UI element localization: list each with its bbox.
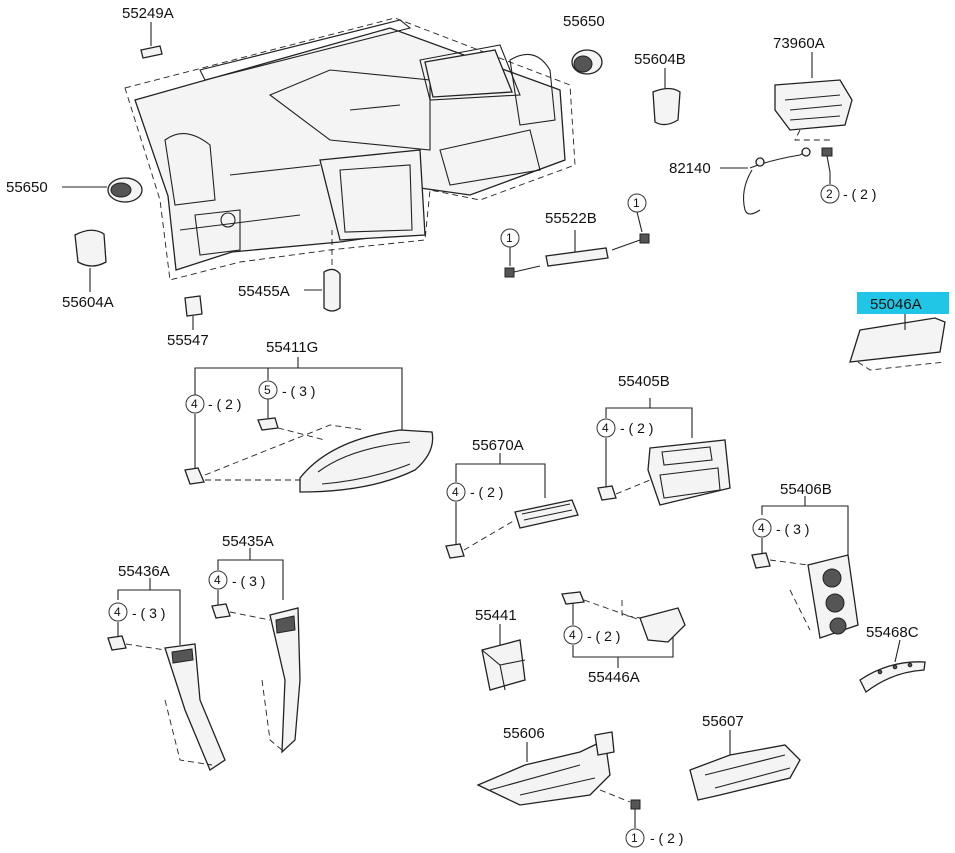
bolt-icon (821, 147, 833, 173)
part-55607-bracket[interactable] (689, 730, 801, 801)
svg-text:- ( 2 ): - ( 2 ) (470, 484, 503, 500)
label-55249A[interactable]: 55249A (122, 5, 174, 22)
ref-callout-2: 2 - ( 2 ) (820, 172, 876, 204)
screw-icon (504, 265, 541, 278)
svg-text:- ( 2 ): - ( 2 ) (208, 396, 241, 412)
svg-text:- ( 3 ): - ( 3 ) (282, 383, 315, 399)
ref-callout-4-55405B: 4 - ( 2 ) (596, 418, 653, 438)
label-55468C[interactable]: 55468C (866, 624, 919, 641)
label-82140[interactable]: 82140 (669, 160, 711, 177)
ref-callout-4-55670A: 4 - ( 2 ) (446, 482, 503, 502)
label-55670A[interactable]: 55670A (472, 437, 524, 454)
svg-text:- ( 2 ): - ( 2 ) (843, 186, 876, 202)
svg-text:- ( 3 ): - ( 3 ) (776, 521, 809, 537)
svg-text:- ( 3 ): - ( 3 ) (132, 605, 165, 621)
part-55455A-trim[interactable] (304, 230, 341, 312)
svg-text:1: 1 (633, 196, 640, 210)
part-55604B-cover[interactable] (652, 68, 681, 126)
svg-text:- ( 2 ): - ( 2 ) (587, 628, 620, 644)
svg-text:2: 2 (826, 187, 833, 201)
svg-text:- ( 2 ): - ( 2 ) (620, 420, 653, 436)
label-55547[interactable]: 55547 (167, 332, 209, 349)
svg-text:1: 1 (631, 831, 638, 845)
label-55650-left[interactable]: 55650 (6, 179, 48, 196)
svg-text:4: 4 (191, 397, 198, 411)
bracket-55446A (572, 603, 674, 668)
part-55547-clip[interactable] (184, 295, 203, 330)
part-55441-pocket[interactable] (481, 624, 526, 691)
ref-callout-5-55411G: 5 - ( 3 ) (258, 380, 315, 418)
part-55249A-clip[interactable] (140, 22, 163, 59)
part-55405B-center-bezel[interactable] (597, 439, 731, 506)
bracket-55411G (194, 357, 403, 470)
part-55604A-cover[interactable] (74, 229, 107, 292)
ref-callout-4-55406B: 4 - ( 3 ) (752, 518, 809, 538)
label-55405B[interactable]: 55405B (618, 373, 670, 390)
svg-text:4: 4 (452, 485, 459, 499)
part-55606-bracket[interactable] (476, 731, 641, 828)
ref-callout-4-55436A: 4 - ( 3 ) (108, 602, 165, 622)
label-55604A[interactable]: 55604A (62, 294, 114, 311)
screw-icon (611, 233, 650, 251)
part-55435A-side-trim[interactable] (211, 603, 301, 754)
svg-text:4: 4 (114, 605, 121, 619)
part-55406B-control-bezel[interactable] (751, 552, 859, 639)
svg-text:4: 4 (758, 521, 765, 535)
label-55650-top[interactable]: 55650 (563, 13, 605, 30)
part-55650-left-vent[interactable] (62, 177, 143, 203)
svg-text:4: 4 (569, 628, 576, 642)
label-55406B[interactable]: 55406B (780, 481, 832, 498)
label-55607[interactable]: 55607 (702, 713, 744, 730)
label-55441[interactable]: 55441 (475, 607, 517, 624)
svg-text:- ( 2 ): - ( 2 ) (650, 830, 683, 846)
label-55606[interactable]: 55606 (503, 725, 545, 742)
label-55446A[interactable]: 55446A (588, 669, 640, 686)
part-55411G-cluster-hood[interactable] (184, 417, 434, 493)
label-55435A[interactable]: 55435A (222, 533, 274, 550)
bracket-55405B (605, 398, 693, 488)
part-55670A-vent-register[interactable] (445, 499, 579, 559)
label-55455A[interactable]: 55455A (238, 283, 290, 300)
part-55468C-strip[interactable] (859, 639, 926, 693)
ref-callout-4-55411G: 4 - ( 2 ) (185, 394, 241, 414)
ref-callout-1-right: 1 (627, 193, 647, 233)
label-55436A[interactable]: 55436A (118, 563, 170, 580)
dashboard-assembly-drawing (124, 17, 576, 281)
label-55046A[interactable]: 55046A (870, 296, 922, 313)
part-55522B-panel[interactable] (504, 230, 650, 278)
part-55650-top-vent[interactable] (571, 49, 603, 75)
label-55604B[interactable]: 55604B (634, 51, 686, 68)
part-82140-wire-harness[interactable] (720, 147, 811, 215)
ref-callout-4-55435A: 4 - ( 3 ) (208, 570, 265, 590)
svg-text:4: 4 (602, 421, 609, 435)
part-55046A-lower-panel[interactable] (849, 314, 946, 371)
part-55436A-side-trim[interactable] (107, 635, 226, 771)
svg-text:5: 5 (264, 383, 271, 397)
ref-callout-4-55446A: 4 - ( 2 ) (563, 625, 620, 645)
label-55522B[interactable]: 55522B (545, 210, 597, 227)
part-73960A-airbag-module[interactable] (774, 52, 853, 141)
svg-text:- ( 3 ): - ( 3 ) (232, 573, 265, 589)
screw-icon (630, 799, 641, 828)
bracket-55670A (455, 453, 546, 548)
label-73960A[interactable]: 73960A (773, 35, 825, 52)
ref-callout-1-left: 1 (500, 228, 520, 266)
ref-callout-1-55606: 1 - ( 2 ) (625, 828, 683, 848)
svg-text:1: 1 (506, 231, 513, 245)
part-55446A-cover[interactable] (561, 591, 686, 643)
highlight-box-55046A (857, 292, 949, 314)
label-55411G[interactable]: 55411G (266, 339, 318, 356)
svg-text:4: 4 (214, 573, 221, 587)
